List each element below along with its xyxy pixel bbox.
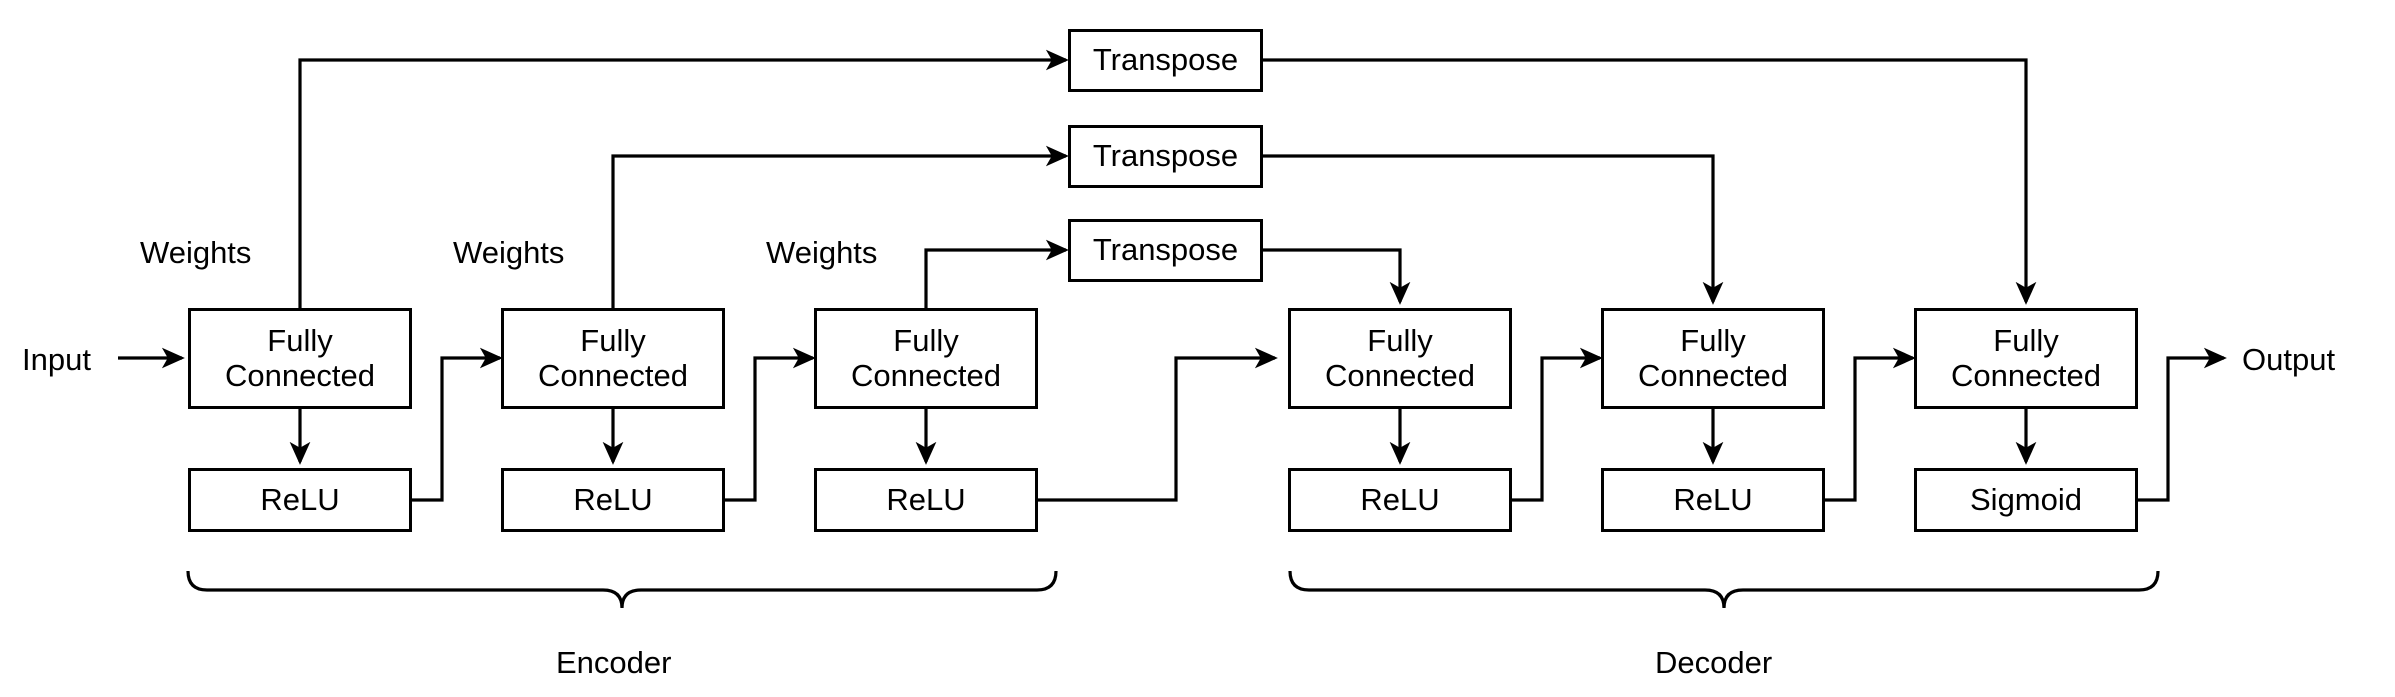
decoder-activation-2-label: ReLU: [1673, 481, 1753, 517]
encoder-fully-connected-1[interactable]: Fully Connected: [188, 308, 412, 409]
decoder-fully-connected-2[interactable]: Fully Connected: [1601, 308, 1825, 409]
edge-transpose2-to-fc5: [1263, 154, 1724, 305]
output-label: Output: [2242, 342, 2336, 377]
decoder-group-label: Decoder: [1655, 645, 1773, 680]
transpose-block-2[interactable]: Transpose: [1068, 125, 1263, 188]
edge-transpose1-to-fc6: [1263, 58, 2037, 305]
decoder-fully-connected-1[interactable]: Fully Connected: [1288, 308, 1512, 409]
decoder-activation-1[interactable]: ReLU: [1288, 468, 1512, 532]
encoder-fc-3-line2: Connected: [851, 357, 1001, 393]
decoder-fc-2-line1: Fully: [1680, 322, 1746, 358]
transpose-block-3-label: Transpose: [1092, 232, 1239, 268]
encoder-fc-3-line1: Fully: [893, 322, 959, 358]
encoder-fc-1-line2: Connected: [225, 357, 375, 393]
decoder-activation-3[interactable]: Sigmoid: [1914, 468, 2138, 532]
encoder-brace: [186, 570, 1058, 609]
decoder-activation-3-label: Sigmoid: [1970, 481, 2082, 517]
weights-label-2: Weights: [453, 235, 565, 270]
encoder-activation-1[interactable]: ReLU: [188, 468, 412, 532]
input-label: Input: [22, 342, 91, 377]
decoder-brace: [1288, 570, 2160, 609]
decoder-fc-2-line2: Connected: [1638, 357, 1788, 393]
encoder-activation-1-label: ReLU: [260, 481, 340, 517]
encoder-fc-1-line1: Fully: [267, 322, 333, 358]
decoder-fc-3-line1: Fully: [1993, 322, 2059, 358]
decoder-activation-2[interactable]: ReLU: [1601, 468, 1825, 532]
encoder-activation-3[interactable]: ReLU: [814, 468, 1038, 532]
edge-fc1-weights-to-transpose1: [298, 49, 1069, 308]
encoder-activation-2-label: ReLU: [573, 481, 653, 517]
transpose-block-1-label: Transpose: [1092, 42, 1239, 78]
decoder-fc-1-line1: Fully: [1367, 322, 1433, 358]
edge-transpose3-to-fc4: [1263, 248, 1411, 305]
encoder-fully-connected-3[interactable]: Fully Connected: [814, 308, 1038, 409]
weights-label-3: Weights: [766, 235, 878, 270]
encoder-group-label: Encoder: [556, 645, 672, 680]
encoder-fully-connected-2[interactable]: Fully Connected: [501, 308, 725, 409]
edge-sigmoid-to-output: [2138, 347, 2227, 502]
weights-label-1: Weights: [140, 235, 252, 270]
decoder-activation-1-label: ReLU: [1360, 481, 1440, 517]
transpose-block-1[interactable]: Transpose: [1068, 29, 1263, 92]
encoder-activation-2[interactable]: ReLU: [501, 468, 725, 532]
edge-relu2-to-fc3: [725, 347, 816, 502]
encoder-fc-2-line1: Fully: [580, 322, 646, 358]
decoder-fully-connected-3[interactable]: Fully Connected: [1914, 308, 2138, 409]
encoder-activation-3-label: ReLU: [886, 481, 966, 517]
edge-relu5-to-fc6: [1825, 347, 1916, 502]
edge-relu3-to-fc4: [1038, 347, 1278, 502]
decoder-fc-3-line2: Connected: [1951, 357, 2101, 393]
decoder-fc-1-line2: Connected: [1325, 357, 1475, 393]
transpose-block-3[interactable]: Transpose: [1068, 219, 1263, 282]
encoder-fc-2-line2: Connected: [538, 357, 688, 393]
transpose-block-2-label: Transpose: [1092, 138, 1239, 174]
edge-relu4-to-fc5: [1512, 347, 1603, 502]
edge-fc3-weights-to-transpose3: [924, 239, 1069, 308]
edge-fc2-weights-to-transpose2: [611, 145, 1069, 308]
edge-relu1-to-fc2: [412, 347, 503, 502]
